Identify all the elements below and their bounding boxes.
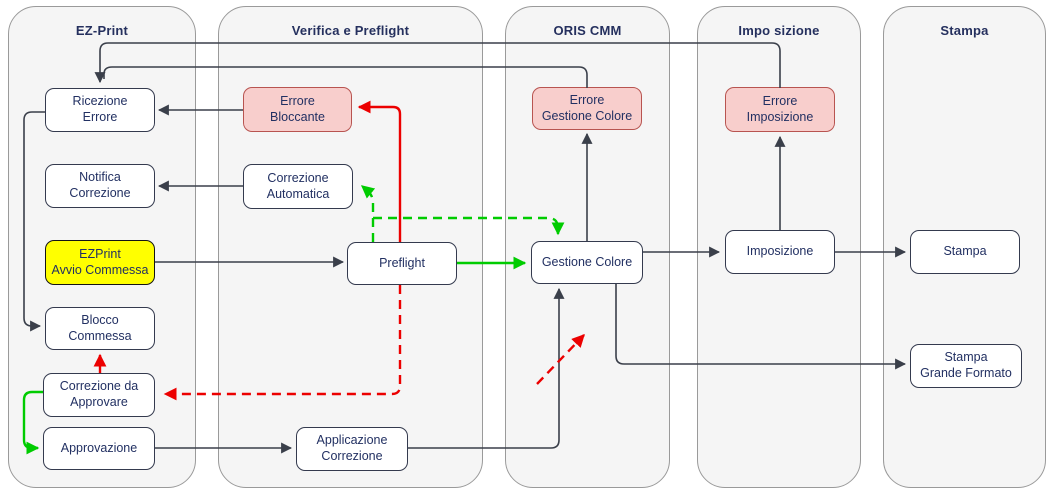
- node-notifica-correzione: Notifica Correzione: [45, 164, 155, 208]
- node-errore-gestione-colore: Errore Gestione Colore: [532, 87, 642, 130]
- lane-stampa-title: Stampa: [940, 23, 989, 38]
- node-errore-imposizione: Errore Imposizione: [725, 87, 835, 132]
- node-imposizione: Imposizione: [725, 230, 835, 274]
- node-blocco-commessa: Blocco Commessa: [45, 307, 155, 350]
- lane-oris-cmm-title: ORIS CMM: [553, 23, 622, 38]
- lane-verifica-e-preflight-title: Verifica e Preflight: [291, 23, 410, 38]
- lane-ez-print-title: EZ-Print: [75, 23, 129, 38]
- node-stampa: Stampa: [910, 230, 1020, 274]
- node-correzione-automatica: Correzione Automatica: [243, 164, 353, 209]
- node-stampa-grande-formato: Stampa Grande Formato: [910, 344, 1022, 388]
- node-applicazione-correzione: Applicazione Correzione: [296, 427, 408, 471]
- node-errore-bloccante: Errore Bloccante: [243, 87, 352, 132]
- node-approvazione: Approvazione: [43, 427, 155, 470]
- node-ezprint-avvio-commessa: EZPrint Avvio Commessa: [45, 240, 155, 285]
- lane-imposizione-title: Impo sizione: [738, 23, 820, 38]
- node-correzione-da-approvare: Correzione da Approvare: [43, 373, 155, 417]
- node-preflight: Preflight: [347, 242, 457, 285]
- node-gestione-colore: Gestione Colore: [531, 241, 643, 284]
- node-ricezione-errore: Ricezione Errore: [45, 88, 155, 132]
